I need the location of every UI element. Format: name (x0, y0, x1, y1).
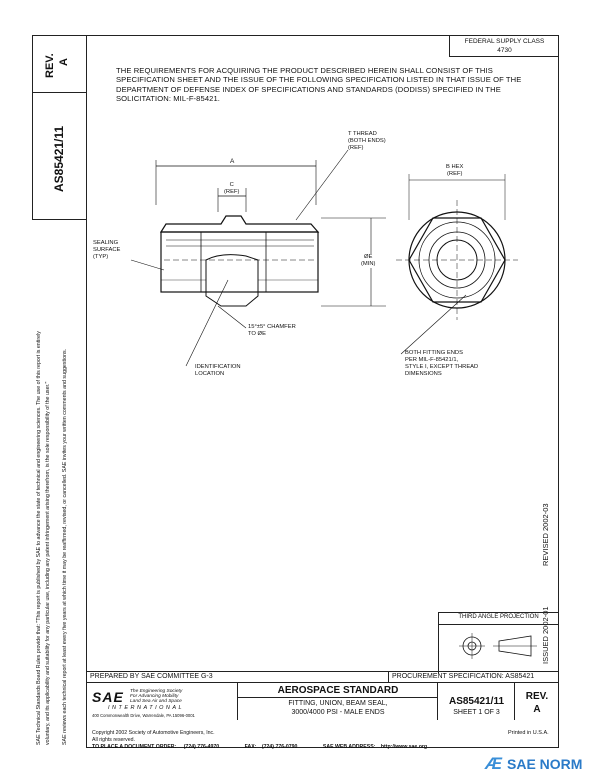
rev-label-text: REV. (44, 53, 56, 78)
rev-letter: A (58, 58, 70, 66)
t-thread-text: T THREAD (348, 131, 377, 137)
subtitle-block: FITTING, UNION, BEAM SEAL, 3000/4000 PSI… (238, 700, 438, 717)
sae-tagline-2: For Advancing Mobility (130, 694, 179, 700)
spec-cell (438, 683, 515, 720)
rev-letter-text: A (58, 58, 70, 66)
federal-supply-class-box: FEDERAL SUPPLY CLASS 4730 (449, 35, 559, 57)
revised-date: REVISED 2002-03 (541, 503, 550, 566)
left-header-column (32, 35, 86, 220)
sealing-text: SEALING (93, 240, 119, 246)
order-phone: (724) 776-4970 (183, 743, 220, 750)
title-divider (238, 697, 438, 698)
federal-supply-class-label: FEDERAL SUPPLY CLASS (464, 38, 545, 45)
order-label: TO PLACE A DOCUMENT ORDER: (92, 743, 177, 750)
oe-label: ØE (MIN) (361, 254, 376, 268)
sheet-number: SHEET 1 OF 3 (453, 709, 500, 716)
fitting-ends-line3: STYLE I, EXCEPT THREAD (405, 364, 479, 370)
oe-text: ØE (364, 254, 373, 260)
fitting-ends-line2: PER MIL-F-85421/1, (405, 357, 459, 363)
aerospace-standard-title: AEROSPACE STANDARD (277, 685, 399, 696)
sae-notice-3: SAE reviews each technical report at lea… (62, 349, 68, 745)
sae-notice-2-text: voluntary, and its applicability and sui… (45, 381, 51, 745)
dim-c-text: C (229, 182, 234, 188)
sae-tagline: The Engineering Society For Advancing Mo… (130, 689, 182, 705)
third-angle-symbol (459, 633, 537, 659)
rev-bottom-block: REV. A (515, 690, 559, 716)
title-cell (238, 683, 438, 720)
third-angle-divider (438, 624, 559, 625)
sae-notice-2: voluntary, and its applicability and sui… (45, 382, 51, 745)
copyright-line: Copyright 2002 Society of Automotive Eng… (92, 730, 215, 736)
sae-norm-watermark: Æ SAE NORM (483, 752, 600, 776)
third-angle-projection-title: THIRD ANGLE PROJECTION (458, 614, 539, 620)
location-text: LOCATION (195, 371, 225, 377)
spec-number-vertical: AS85421/11 (52, 126, 66, 192)
copyright-block: Copyright 2002 Society of Automotive Eng… (92, 730, 532, 750)
procurement-spec: PROCUREMENT SPECIFICATION: AS85421 (392, 673, 535, 680)
rev-bottom-label: REV. (525, 691, 549, 702)
fitting-ends-line4: DIMENSIONS (405, 371, 442, 377)
web-label: SAE WEB ADDRESS: (322, 743, 376, 750)
watermark-icon: Æ (485, 754, 502, 773)
prepared-by: PREPARED BY SAE COMMITTEE G-3 (90, 673, 213, 680)
subtitle-line1: FITTING, UNION, BEAM SEAL, (288, 700, 388, 707)
fitting-ends-label: BOTH FITTING ENDS PER MIL-F-85421/1, STY… (405, 350, 478, 378)
sae-tagline-1: The Engineering Society (130, 689, 183, 694)
requirements-text: THE REQUIREMENTS FOR ACQUIRING THE PRODU… (116, 66, 522, 104)
federal-supply-class-number: 4730 (497, 47, 512, 54)
dim-a-label: A (230, 158, 235, 165)
third-angle-projection-box (438, 612, 559, 673)
identification-label: IDENTIFICATION LOCATION (195, 364, 241, 378)
printed-in: Printed in U.S.A. (508, 730, 549, 736)
chamfer-text: 15°±5° CHAMFER (248, 324, 296, 330)
t-thread-ref-text: (REF) (348, 145, 364, 151)
subtitle-line2: 3000/4000 PSI - MALE ENDS (291, 708, 385, 716)
sae-notice-1: SAE Technical Standards Board Rules prov… (36, 331, 42, 745)
fitting-ends-line1: BOTH FITTING ENDS (405, 350, 463, 356)
both-ends-text: (BOTH ENDS) (348, 138, 386, 144)
web-url[interactable]: http://www.sae.org (380, 743, 428, 750)
sae-logo-block: SAE (92, 689, 124, 705)
spec-number-vertical-text: AS85421/11 (52, 125, 66, 192)
left-header-divider (32, 92, 86, 93)
sealing-typ-text: (TYP) (93, 254, 109, 260)
t-thread-label: T THREAD (BOTH ENDS) (REF) (348, 131, 386, 152)
dim-c-label: C (REF) (224, 182, 239, 196)
fax-phone: (724) 776-0790 (261, 743, 298, 750)
spec-number-bottom: AS85421/11 (448, 696, 505, 707)
watermark-text: SAE NORM (507, 756, 583, 772)
sae-address: 400 Commonwealth Drive, Warrendale, PA 1… (92, 713, 195, 718)
chamfer-label: 15°±5° CHAMFER TO ØE (248, 324, 296, 338)
sae-logo: SAE (92, 689, 124, 705)
b-hex-text: B HEX (446, 164, 464, 170)
sae-notice-1-text: SAE Technical Standards Board Rules prov… (36, 331, 42, 745)
surface-text: SURFACE (93, 247, 121, 253)
drawing-frame (86, 35, 559, 748)
identification-text: IDENTIFICATION (195, 364, 241, 370)
rights-line: All rights reserved. (92, 736, 135, 743)
revised-date-text: REVISED 2002-03 (541, 503, 550, 566)
sealing-surface-label: SEALING SURFACE (TYP) (93, 240, 120, 261)
b-hex-ref-text: (REF) (446, 171, 463, 177)
fax-label: FAX: (244, 743, 257, 750)
b-hex-label: B HEX (REF) (446, 164, 463, 178)
sae-notice-3-text: SAE reviews each technical report at lea… (62, 348, 68, 745)
technical-drawing (130, 149, 518, 367)
oe-min-text: (MIN) (361, 261, 376, 267)
sae-logo-cell (86, 683, 238, 720)
sae-tagline-3: Land Sea Air and Space (130, 699, 182, 705)
prepared-divider (388, 671, 389, 683)
rev-label: REV. (44, 53, 56, 78)
prepared-by-row (86, 671, 559, 683)
rev-bottom-letter: A (533, 704, 541, 715)
dim-c-ref-text: (REF) (224, 189, 240, 195)
order-line: TO PLACE A DOCUMENT ORDER: (724) 776-497… (92, 744, 532, 751)
sae-international: INTERNATIONAL (108, 705, 185, 711)
chamfer-to-text: TO ØE (248, 331, 266, 337)
